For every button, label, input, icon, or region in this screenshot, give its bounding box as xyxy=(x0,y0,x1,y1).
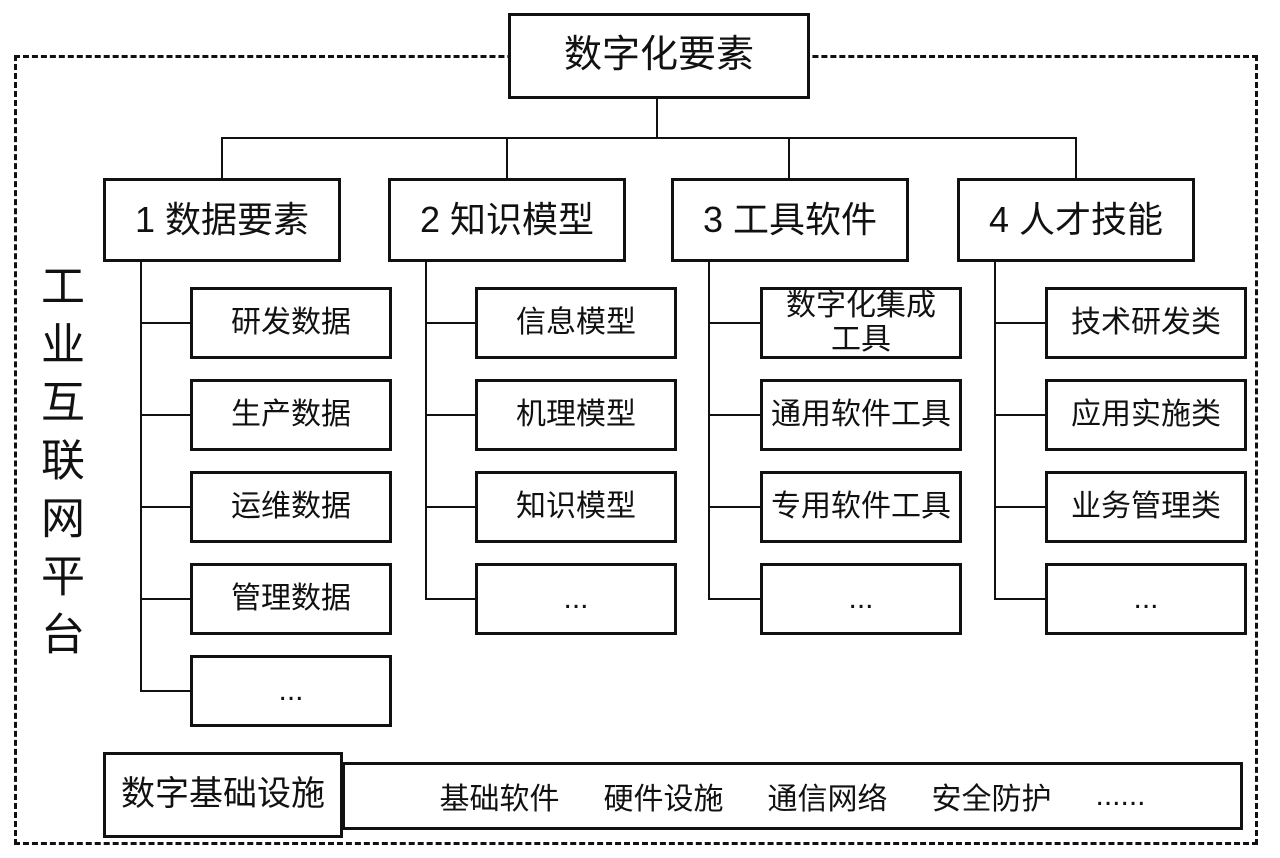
connector-drop-branch-2 xyxy=(506,137,508,180)
branch-2-child-2-label: 机理模型 xyxy=(516,397,636,431)
branch-2-child-3: 知识模型 xyxy=(475,471,677,543)
branch-1-label: 1 数据要素 xyxy=(134,199,310,241)
branch-3-child-ellipsis-label: ... xyxy=(848,581,874,615)
connector-stub-4-3 xyxy=(994,506,1047,508)
branch-header-4: 4 人才技能 xyxy=(957,178,1195,262)
branch-1-child-2: 生产数据 xyxy=(190,379,392,451)
branch-4-child-3: 业务管理类 xyxy=(1045,471,1247,543)
connector-stub-3-2 xyxy=(708,414,762,416)
infrastructure-item-1: 基础软件 xyxy=(439,783,560,816)
connector-drop-branch-1 xyxy=(221,137,223,180)
root-label: 数字化要素 xyxy=(563,34,754,77)
connector-top-rail xyxy=(221,137,1077,139)
root-box: 数字化要素 xyxy=(508,13,810,99)
connector-stub-4-1 xyxy=(994,322,1047,324)
infrastructure-item-4: 安全防护 xyxy=(931,783,1052,816)
branch-1-child-ellipsis-label: ... xyxy=(278,673,304,707)
branch-4-child-1: 技术研发类 xyxy=(1045,287,1247,359)
branch-3-label: 3 工具软件 xyxy=(702,199,878,241)
connector-stub-1-1 xyxy=(140,322,192,324)
branch-3-child-3: 专用软件工具 xyxy=(760,471,962,543)
branch-2-child-1-label: 信息模型 xyxy=(516,305,636,339)
branch-header-2: 2 知识模型 xyxy=(388,178,626,262)
branch-2-child-ellipsis: ... xyxy=(475,563,677,635)
connector-stub-3-1 xyxy=(708,322,762,324)
branch-header-3: 3 工具软件 xyxy=(671,178,909,262)
branch-4-child-3-label: 业务管理类 xyxy=(1071,489,1221,523)
platform-title: 工业互联网平台 xyxy=(34,263,83,669)
infrastructure-label: 数字基础设施 xyxy=(121,775,325,814)
branch-3-child-1-label: 数字化集成 工具 xyxy=(786,288,936,357)
branch-2-child-2: 机理模型 xyxy=(475,379,677,451)
connector-stub-3-4 xyxy=(708,598,762,600)
connector-stub-1-2 xyxy=(140,414,192,416)
branch-1-child-4-label: 管理数据 xyxy=(231,581,351,615)
connector-stub-3-3 xyxy=(708,506,762,508)
branch-4-child-2-label: 应用实施类 xyxy=(1071,397,1221,431)
branch-2-label: 2 知识模型 xyxy=(419,199,595,241)
connector-spine-branch-3 xyxy=(708,260,710,600)
infrastructure-item-3: 通信网络 xyxy=(767,783,888,816)
connector-stub-1-3 xyxy=(140,506,192,508)
branch-1-child-ellipsis: ... xyxy=(190,655,392,727)
branch-3-child-ellipsis: ... xyxy=(760,563,962,635)
branch-1-child-2-label: 生产数据 xyxy=(231,397,351,431)
branch-1-child-3: 运维数据 xyxy=(190,471,392,543)
connector-drop-branch-4 xyxy=(1075,137,1077,180)
connector-spine-branch-1 xyxy=(140,260,142,692)
connector-stub-2-4 xyxy=(425,598,477,600)
connector-stub-2-1 xyxy=(425,322,477,324)
connector-root-riser xyxy=(656,97,658,139)
connector-drop-branch-3 xyxy=(788,137,790,180)
branch-header-1: 1 数据要素 xyxy=(103,178,341,262)
infrastructure-item-ellipsis: ...... xyxy=(1095,779,1146,812)
branch-3-child-2-label: 通用软件工具 xyxy=(771,397,951,431)
connector-spine-branch-4 xyxy=(994,260,996,600)
connector-spine-branch-2 xyxy=(425,260,427,600)
connector-stub-1-5 xyxy=(140,690,192,692)
branch-1-child-1: 研发数据 xyxy=(190,287,392,359)
connector-stub-2-2 xyxy=(425,414,477,416)
infrastructure-items: 基础软件 硬件设施 通信网络 安全防护 ...... xyxy=(345,774,1240,818)
branch-4-child-ellipsis-label: ... xyxy=(1133,581,1159,615)
branch-3-child-3-label: 专用软件工具 xyxy=(771,489,951,523)
branch-4-child-1-label: 技术研发类 xyxy=(1071,305,1221,339)
branch-2-child-ellipsis-label: ... xyxy=(563,581,589,615)
branch-1-child-4: 管理数据 xyxy=(190,563,392,635)
connector-stub-2-3 xyxy=(425,506,477,508)
branch-3-child-1: 数字化集成 工具 xyxy=(760,287,962,359)
infrastructure-items-box: 基础软件 硬件设施 通信网络 安全防护 ...... xyxy=(342,762,1243,830)
connector-stub-1-4 xyxy=(140,598,192,600)
branch-2-child-3-label: 知识模型 xyxy=(516,489,636,523)
branch-1-child-1-label: 研发数据 xyxy=(231,305,351,339)
branch-4-label: 4 人才技能 xyxy=(988,199,1164,241)
branch-3-child-2: 通用软件工具 xyxy=(760,379,962,451)
branch-2-child-1: 信息模型 xyxy=(475,287,677,359)
infrastructure-label-box: 数字基础设施 xyxy=(103,752,343,838)
branch-4-child-2: 应用实施类 xyxy=(1045,379,1247,451)
connector-stub-4-2 xyxy=(994,414,1047,416)
connector-stub-4-4 xyxy=(994,598,1047,600)
branch-4-child-ellipsis: ... xyxy=(1045,563,1247,635)
infrastructure-item-2: 硬件设施 xyxy=(603,783,724,816)
branch-1-child-3-label: 运维数据 xyxy=(231,489,351,523)
